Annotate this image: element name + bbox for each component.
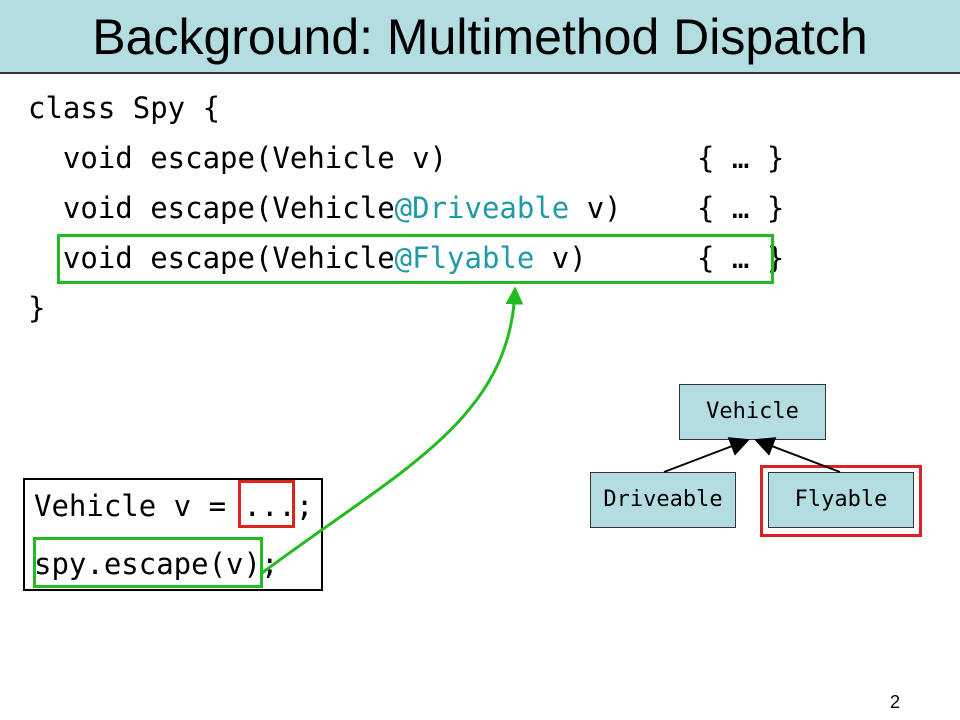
call-line-invocation: spy.escape(v); bbox=[34, 546, 278, 582]
code-param: v) bbox=[534, 241, 587, 275]
flyable-annotation: @Flyable bbox=[394, 241, 535, 275]
code-signature: void escape(Vehicle bbox=[28, 241, 395, 275]
code-method-body: { … } bbox=[697, 141, 785, 175]
driveable-inherits-arrow bbox=[663, 437, 750, 473]
call-site-box bbox=[23, 478, 323, 591]
vehicle-node: Vehicle bbox=[679, 384, 826, 440]
code-line-class-decl: class Spy { bbox=[28, 91, 221, 125]
value-highlight bbox=[238, 480, 295, 528]
code-method-body: { … } bbox=[697, 241, 785, 275]
semicolon: ; bbox=[295, 489, 314, 523]
assignment-value: ... bbox=[243, 489, 296, 523]
code-line-escape-vehicle: void escape(Vehicle v) bbox=[28, 140, 447, 176]
code-line-escape-flyable: void escape(Vehicle@Flyable v) bbox=[28, 240, 587, 276]
code-method-body: { … } bbox=[697, 191, 785, 225]
driveable-annotation: @Driveable bbox=[394, 191, 570, 225]
call-highlight bbox=[33, 537, 263, 588]
code-signature: void escape(Vehicle v) bbox=[28, 141, 448, 175]
page-number: 2 bbox=[889, 692, 900, 712]
code-signature: void escape(Vehicle bbox=[28, 191, 395, 225]
slide-title: Background: Multimethod Dispatch bbox=[92, 9, 868, 65]
selected-method-highlight bbox=[57, 234, 774, 284]
driveable-node: Driveable bbox=[590, 472, 736, 528]
flyable-inherits-arrow bbox=[754, 437, 841, 473]
assignment-text: Vehicle v = bbox=[34, 489, 244, 523]
dispatch-arrow bbox=[261, 286, 524, 575]
invocation-text: spy.escape(v) bbox=[34, 547, 261, 581]
flyable-node: Flyable bbox=[768, 472, 914, 528]
code-param: v) bbox=[569, 191, 622, 225]
semicolon: ; bbox=[260, 547, 279, 581]
code-line-escape-driveable: void escape(Vehicle@Driveable v) bbox=[28, 190, 622, 226]
code-line-close-brace: } bbox=[28, 291, 46, 325]
call-line-assignment: Vehicle v = ...; bbox=[34, 488, 313, 524]
title-bar: Background: Multimethod Dispatch bbox=[0, 0, 960, 74]
flyable-selection-highlight bbox=[760, 465, 922, 537]
